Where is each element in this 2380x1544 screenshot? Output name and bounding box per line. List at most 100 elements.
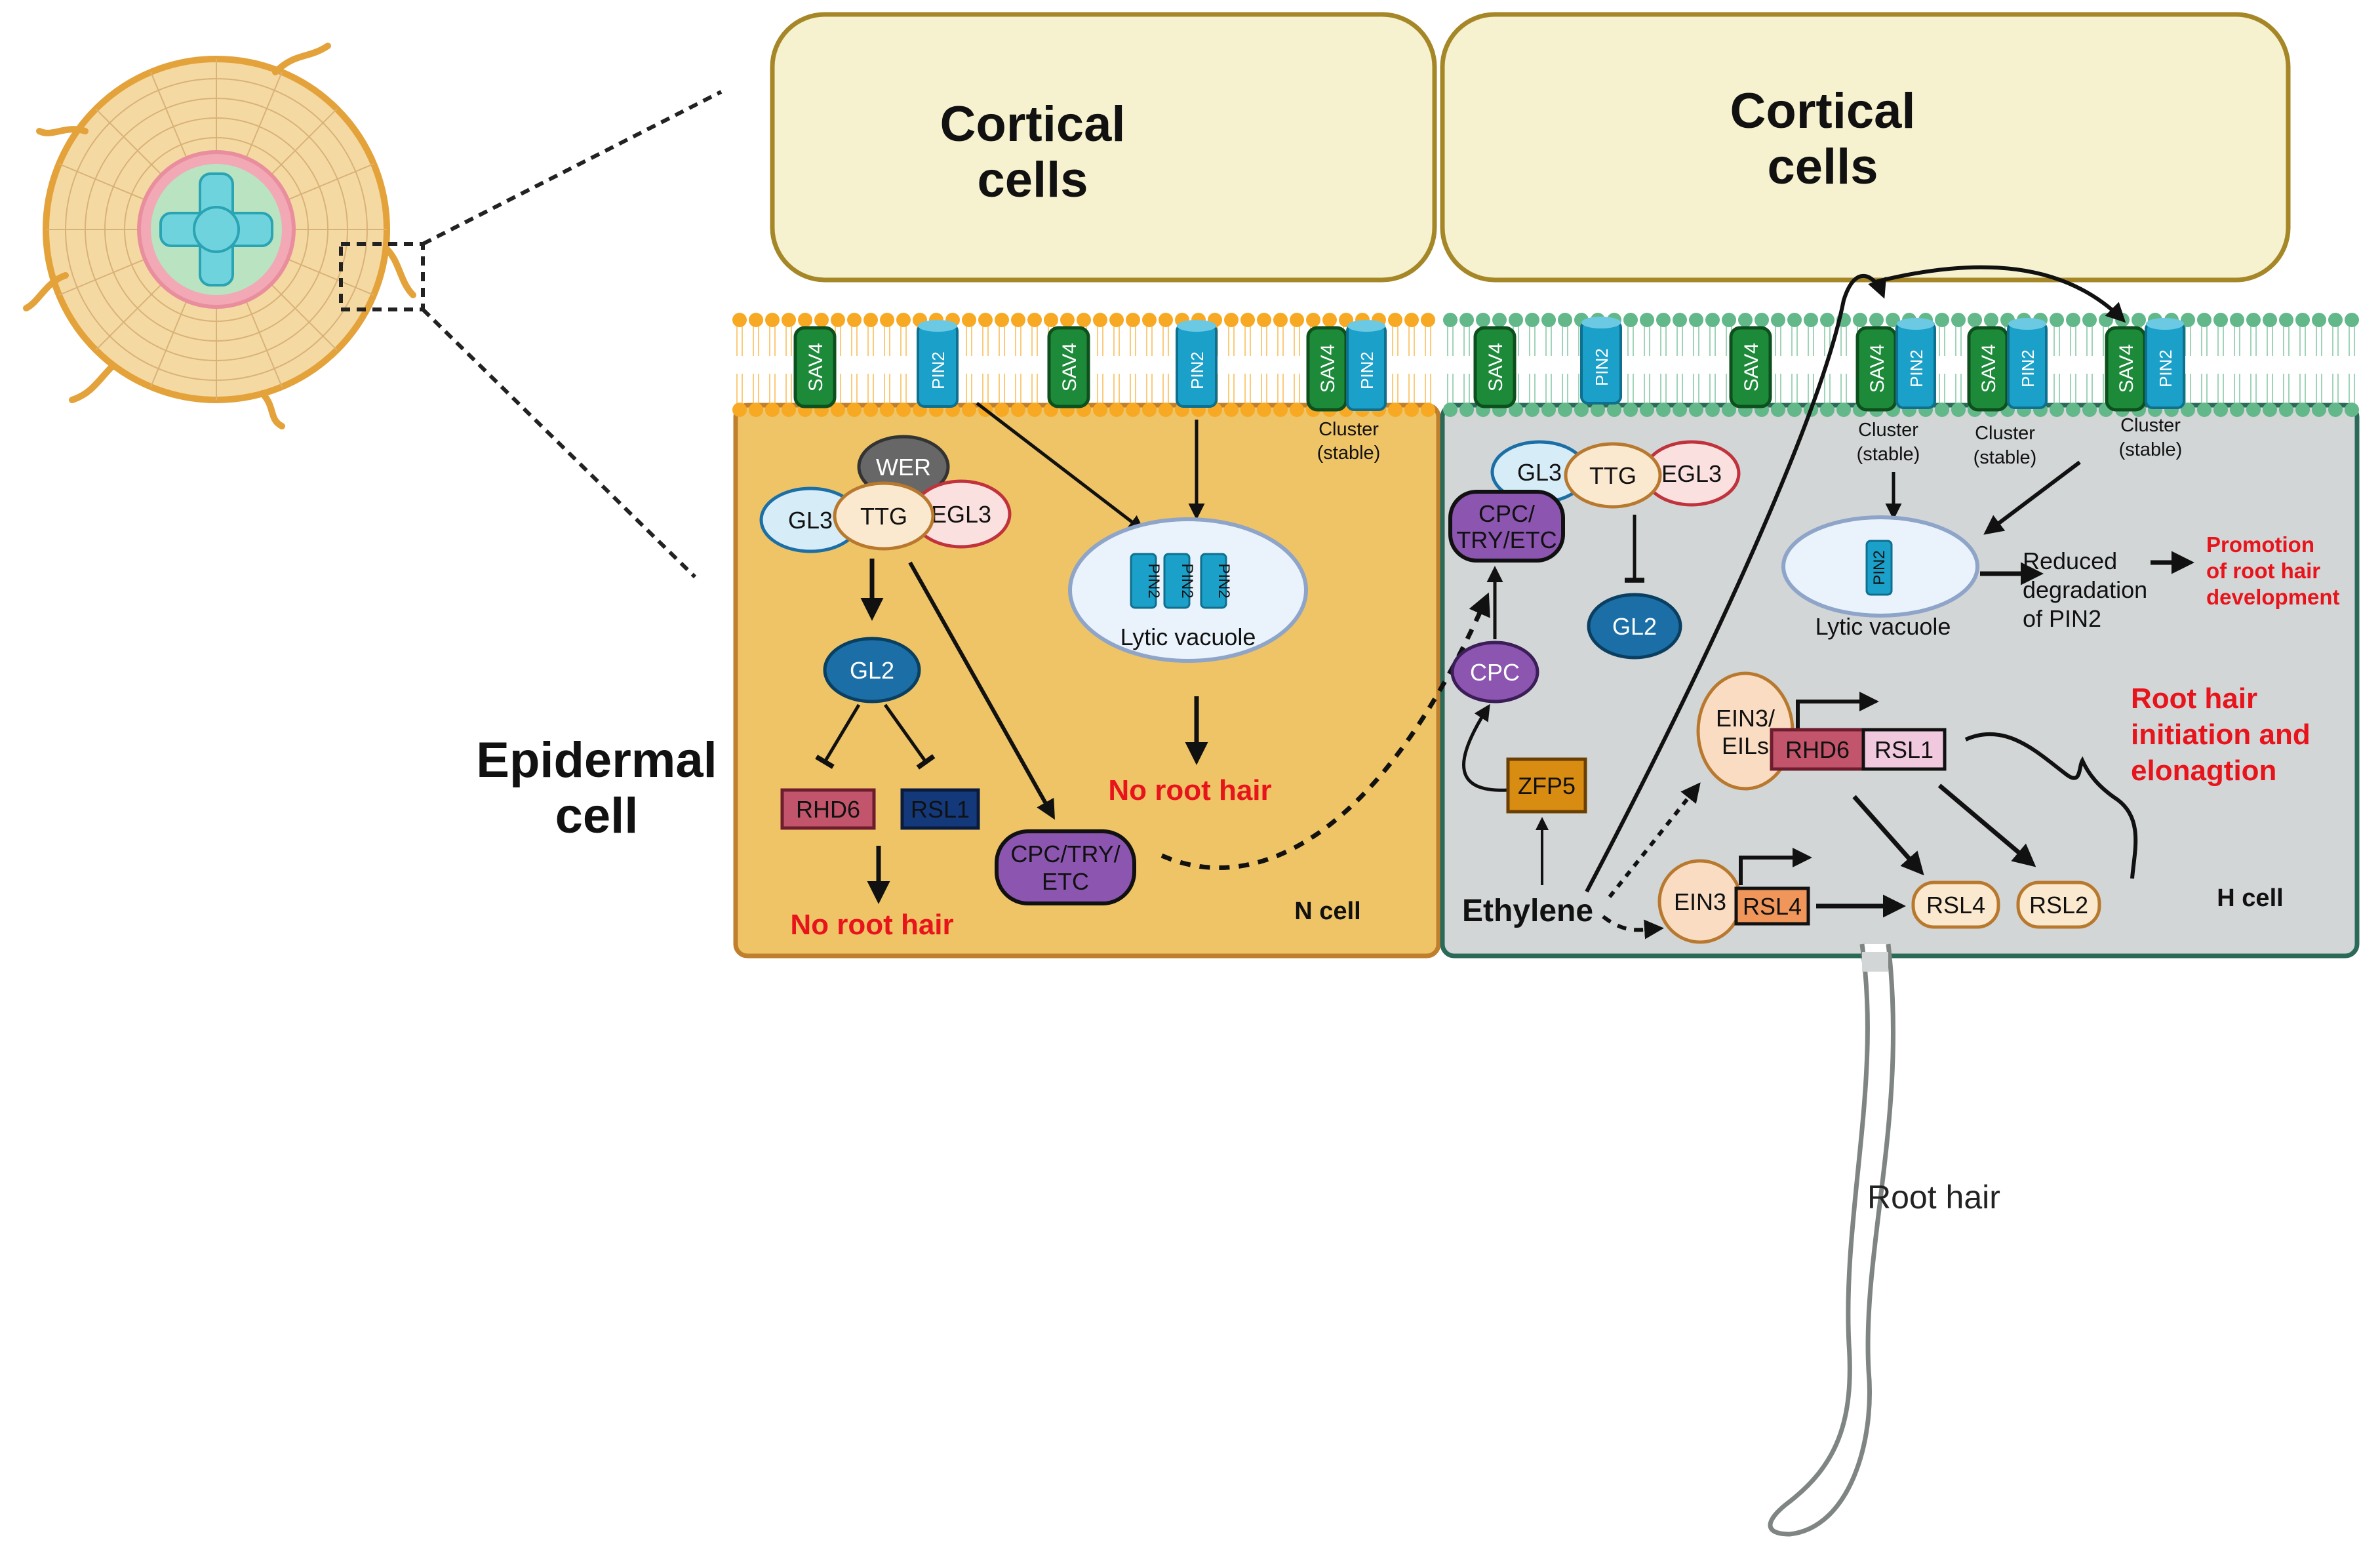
lipid-head [1421,403,1435,417]
rsl1-n: RSL1 [900,788,980,830]
lipid-tail [1644,327,1650,356]
lipid-tail [2234,327,2240,356]
svg-text:PIN2: PIN2 [928,351,948,389]
lytic-vacuole-h: PIN2 Lytic vacuole [1781,515,1979,640]
lipid-tail [1840,327,1847,356]
rsl4-oval: RSL4 [1911,881,2000,929]
lipid-tail [2070,327,2076,356]
svg-text:PIN2: PIN2 [1592,348,1612,386]
gl2-h: GL2 [1587,593,1682,660]
svg-text:(stable): (stable) [1317,443,1381,464]
svg-text:PIN2: PIN2 [1871,550,1888,585]
lipid-head [2181,403,2195,417]
lipid-tail [1939,327,1945,356]
lipid-head [1257,313,1271,327]
pin2-h1: PIN2 [1580,317,1622,405]
lipid-head [1705,313,1720,327]
lipid-tail [1824,374,1831,403]
svg-text:Lytic vacuole: Lytic vacuole [1815,613,1951,640]
lipid-head [995,403,1009,417]
lipid-head [1935,313,1949,327]
lipid-head [1541,313,1556,327]
lipid-head [1574,403,1589,417]
lipid-tail [2086,327,2093,356]
lipid-tail [1261,327,1267,356]
lipid-head [880,403,894,417]
svg-text:CPC: CPC [1470,659,1520,686]
lipid-head [1077,313,1091,327]
sav4-pin2-cluster-n: SAV4 PIN2 Cluster (stable) [1306,320,1387,464]
svg-text:PIN2: PIN2 [1178,563,1196,598]
no-root-hair-n1: No root hair [790,909,953,941]
no-root-hair-n2: No root hair [1108,774,1271,806]
lipid-head [2066,403,2080,417]
lipid-head [1771,403,1785,417]
lipid-head [2050,403,2064,417]
lipid-tail [1097,327,1103,356]
svg-text:PIN2: PIN2 [1145,563,1162,598]
lipid-head [1060,313,1075,327]
sav4-h2: SAV4 [1729,326,1772,408]
rhd6-h: RHD6 [1770,728,1865,771]
lipid-tail [900,374,907,403]
lipid-head [1541,403,1556,417]
svg-text:(stable): (stable) [1973,447,2037,468]
lipid-tail [1294,374,1300,403]
lipid-tail [1545,327,1552,356]
lipid-head [1787,403,1802,417]
lipid-head [2279,403,2293,417]
lipid-tail [1031,327,1038,356]
lipid-tail [2250,327,2257,356]
svg-text:EGL3: EGL3 [1661,460,1722,487]
lipid-tail [1261,374,1267,403]
lipid-tail [884,327,890,356]
lipid-tail [1130,327,1136,356]
lipid-head [1459,313,1474,327]
lipid-head [1224,403,1239,417]
lipid-head [814,313,829,327]
svg-text:(stable): (stable) [2119,439,2183,460]
svg-text:SAV4: SAV4 [1317,344,1339,393]
lipid-head [2213,313,2228,327]
lipid-head [1142,313,1157,327]
lipid-head [2082,403,2097,417]
svg-text:PIN2: PIN2 [2018,349,2038,387]
lipid-tail [1627,327,1634,356]
cpc-try-etc-h: CPC/ TRY/ETC [1448,490,1565,563]
svg-text:(stable): (stable) [1857,444,1920,465]
lipid-head [749,403,763,417]
lipid-tail [1939,374,1945,403]
lipid-head [1290,313,1304,327]
rsl4-box: RSL4 [1734,886,1810,926]
root-cross-section [23,43,425,429]
lipid-tail [2070,374,2076,403]
lipid-head [2132,313,2146,327]
svg-text:RSL4: RSL4 [1926,892,1985,919]
lipid-head [1673,313,1687,327]
lipid-head [732,313,747,327]
lipid-head [1044,313,1058,327]
lipid-tail [1228,327,1235,356]
lipid-head [831,403,845,417]
lipid-head [1869,313,1884,327]
lipid-head [2263,313,2277,327]
epidermal-label-a: Epidermal [476,732,717,788]
lipid-head [863,403,878,417]
svg-text:Cluster: Cluster [2120,415,2181,436]
lipid-tail [851,327,858,356]
lipid-head [2099,313,2113,327]
lipid-head [1804,313,1818,327]
lipid-head [1656,403,1671,417]
lipid-tail [1955,327,1962,356]
svg-text:SAV4: SAV4 [1059,343,1081,392]
lipid-tail [1425,374,1431,403]
lipid-head [2197,313,2211,327]
lipid-head [863,313,878,327]
lipid-head [1011,403,1025,417]
lipid-tail [1775,374,1781,403]
lipid-head [1306,313,1320,327]
rsl2-oval: RSL2 [2016,881,2101,929]
svg-text:ETC: ETC [1042,868,1089,895]
lipid-tail [2053,327,2060,356]
lipid-head [1558,403,1572,417]
